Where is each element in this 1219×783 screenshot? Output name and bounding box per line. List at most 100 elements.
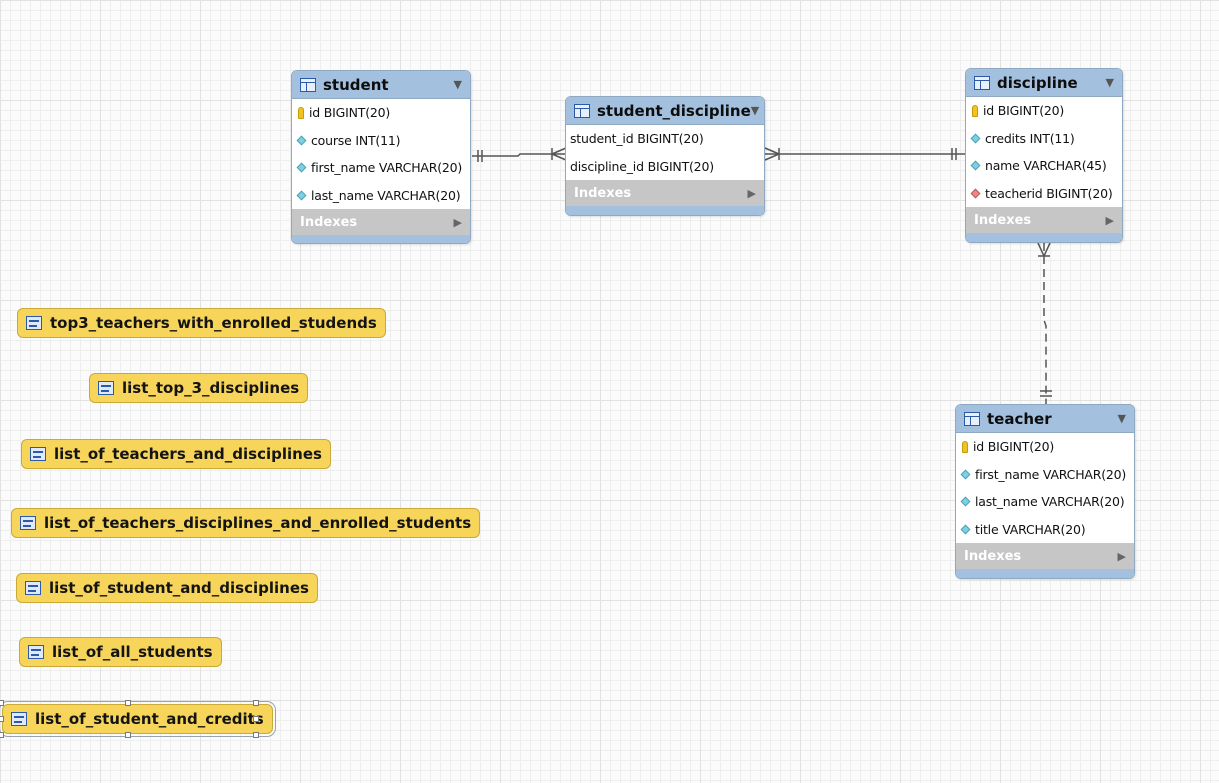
column-row[interactable]: first_name VARCHAR(20) xyxy=(292,154,470,182)
selection-handle[interactable] xyxy=(125,732,131,738)
view-label: list_of_student_and_credits xyxy=(35,710,264,728)
expand-caret-icon[interactable]: ▶ xyxy=(1105,213,1114,227)
table-student-discipline-header[interactable]: student_discipline ▼ xyxy=(566,97,764,125)
view-icon xyxy=(25,581,41,595)
selection-handle[interactable] xyxy=(253,716,259,722)
column-row[interactable]: discipline_id BIGINT(20) xyxy=(566,153,764,181)
column-row[interactable]: id BIGINT(20) xyxy=(966,97,1122,125)
expand-caret-icon[interactable]: ▶ xyxy=(747,186,756,200)
relationship-student-discipline-discipline[interactable] xyxy=(764,147,966,161)
indexes-section[interactable]: Indexes ▶ xyxy=(292,209,470,235)
column-label: course INT(11) xyxy=(311,132,401,148)
view-icon xyxy=(98,381,114,395)
view-list-of-teachers-and-disciplines[interactable]: list_of_teachers_and_disciplines xyxy=(21,439,331,469)
indexes-label: Indexes xyxy=(300,214,358,230)
relationship-student-student-discipline[interactable] xyxy=(472,147,567,162)
relationship-discipline-teacher[interactable] xyxy=(1037,242,1052,404)
column-diamond-icon xyxy=(970,133,981,144)
column-diamond-icon xyxy=(960,469,971,480)
column-label: last_name VARCHAR(20) xyxy=(975,494,1125,510)
column-row[interactable]: course INT(11) xyxy=(292,127,470,155)
column-label: student_id BIGINT(20) xyxy=(570,131,704,147)
view-label: list_of_student_and_disciplines xyxy=(49,579,309,597)
table-discipline-header[interactable]: discipline ▼ xyxy=(966,69,1122,97)
view-list-of-all-students[interactable]: list_of_all_students xyxy=(19,637,222,667)
column-label: id BIGINT(20) xyxy=(983,103,1065,119)
table-discipline[interactable]: discipline ▼ id BIGINT(20) credits INT(1… xyxy=(965,68,1123,243)
column-label: teacherid BIGINT(20) xyxy=(985,185,1113,201)
view-label: list_of_all_students xyxy=(52,643,213,661)
table-student-title: student xyxy=(323,75,389,94)
table-discipline-title: discipline xyxy=(997,73,1078,92)
view-list-of-student-and-disciplines[interactable]: list_of_student_and_disciplines xyxy=(16,573,318,603)
indexes-section[interactable]: Indexes ▶ xyxy=(566,180,764,206)
selection-handle[interactable] xyxy=(253,732,259,738)
expand-caret-icon[interactable]: ▶ xyxy=(1117,549,1126,563)
collapse-caret-icon[interactable]: ▼ xyxy=(1105,76,1114,89)
primary-key-icon xyxy=(962,440,968,453)
view-label: list_of_teachers_and_disciplines xyxy=(54,445,322,463)
selection-handle[interactable] xyxy=(0,700,4,706)
column-row[interactable]: name VARCHAR(45) xyxy=(966,152,1122,180)
column-row[interactable]: last_name VARCHAR(20) xyxy=(292,182,470,210)
column-label: id BIGINT(20) xyxy=(309,105,391,121)
column-label: title VARCHAR(20) xyxy=(975,521,1086,537)
view-icon xyxy=(26,316,42,330)
table-icon xyxy=(574,103,590,118)
collapse-caret-icon[interactable]: ▼ xyxy=(1117,412,1126,425)
column-row[interactable]: teacherid BIGINT(20) xyxy=(966,180,1122,208)
table-footer xyxy=(956,569,1134,578)
collapse-caret-icon[interactable]: ▼ xyxy=(453,78,462,91)
table-footer xyxy=(566,206,764,215)
selection-handle[interactable] xyxy=(0,732,4,738)
collapse-caret-icon[interactable]: ▼ xyxy=(750,104,760,117)
column-label: first_name VARCHAR(20) xyxy=(311,160,463,176)
table-icon xyxy=(300,77,316,92)
column-label: credits INT(11) xyxy=(985,130,1075,146)
table-teacher-title: teacher xyxy=(987,409,1052,428)
view-icon xyxy=(28,645,44,659)
expand-caret-icon[interactable]: ▶ xyxy=(453,215,462,229)
column-diamond-icon xyxy=(296,190,307,201)
indexes-label: Indexes xyxy=(964,548,1022,564)
view-label: list_of_teachers_disciplines_and_enrolle… xyxy=(44,514,472,532)
table-teacher[interactable]: teacher ▼ id BIGINT(20) first_name VARCH… xyxy=(955,404,1135,579)
table-footer xyxy=(966,233,1122,242)
column-label: last_name VARCHAR(20) xyxy=(311,187,461,203)
primary-key-icon xyxy=(298,106,304,119)
column-diamond-icon xyxy=(970,160,981,171)
selection-handle[interactable] xyxy=(0,716,4,722)
column-label: id BIGINT(20) xyxy=(973,439,1055,455)
table-icon xyxy=(974,75,990,90)
table-student-header[interactable]: student ▼ xyxy=(292,71,470,99)
view-icon xyxy=(30,447,46,461)
column-label: name VARCHAR(45) xyxy=(985,158,1107,174)
indexes-section[interactable]: Indexes ▶ xyxy=(956,543,1134,569)
view-top3-teachers-with-enrolled-studends[interactable]: top3_teachers_with_enrolled_studends xyxy=(17,308,386,338)
column-row[interactable]: credits INT(11) xyxy=(966,125,1122,153)
selection-handle[interactable] xyxy=(253,700,259,706)
foreign-key-diamond-icon xyxy=(970,188,981,199)
table-teacher-header[interactable]: teacher ▼ xyxy=(956,405,1134,433)
table-student-discipline[interactable]: student_discipline ▼ student_id BIGINT(2… xyxy=(565,96,765,216)
column-row[interactable]: title VARCHAR(20) xyxy=(956,516,1134,544)
selection-handle[interactable] xyxy=(125,700,131,706)
column-row[interactable]: id BIGINT(20) xyxy=(956,433,1134,461)
indexes-label: Indexes xyxy=(574,185,632,201)
indexes-section[interactable]: Indexes ▶ xyxy=(966,207,1122,233)
table-student[interactable]: student ▼ id BIGINT(20) course INT(11) f… xyxy=(291,70,471,244)
indexes-label: Indexes xyxy=(974,212,1032,228)
view-list-top-3-disciplines[interactable]: list_top_3_disciplines xyxy=(89,373,309,403)
column-diamond-icon xyxy=(296,162,307,173)
column-row[interactable]: first_name VARCHAR(20) xyxy=(956,461,1134,489)
column-label: first_name VARCHAR(20) xyxy=(975,466,1127,482)
primary-key-icon xyxy=(972,104,978,117)
column-row[interactable]: student_id BIGINT(20) xyxy=(566,125,764,153)
view-list-of-student-and-credits[interactable]: list_of_student_and_credits xyxy=(0,701,276,737)
column-row[interactable]: id BIGINT(20) xyxy=(292,99,470,127)
view-list-of-teachers-disciplines-and-enrolled-students[interactable]: list_of_teachers_disciplines_and_enrolle… xyxy=(11,508,481,538)
column-row[interactable]: last_name VARCHAR(20) xyxy=(956,488,1134,516)
table-footer xyxy=(292,235,470,243)
